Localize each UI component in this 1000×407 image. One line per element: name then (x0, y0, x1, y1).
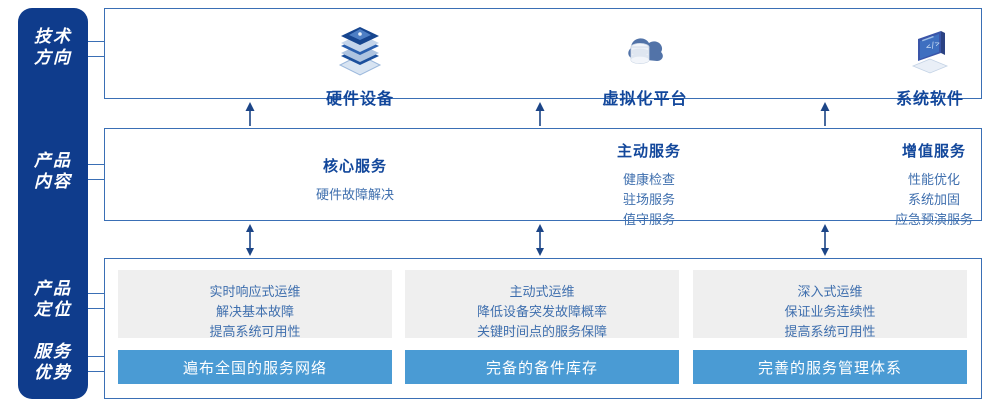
rail-label-line: 内容 (34, 172, 72, 191)
connector-line (88, 293, 104, 294)
service-item: 健康检查 (622, 172, 675, 187)
rail-label-service-advantage: 服务 优势 (18, 341, 88, 383)
position-card-line: 保证业务连续性 (784, 304, 876, 319)
service-item: 硬件故障解决 (315, 187, 394, 202)
connector-line (88, 164, 104, 165)
connector-line (88, 308, 104, 309)
arrow-up-system-software (818, 102, 832, 131)
service-item: 性能优化 (907, 172, 960, 187)
advantage-bar-network[interactable]: 遍布全国的服务网络 (118, 350, 392, 384)
connector-line (88, 179, 104, 180)
connector-line (88, 56, 104, 57)
service-column-value-added[interactable]: 增值服务 性能优化 系统加固 应急预演服务 (814, 140, 1000, 230)
tech-column-virtualization[interactable]: 虚拟化平台 (545, 21, 745, 109)
service-item: 系统加固 (907, 192, 960, 207)
position-card-realtime[interactable]: 实时响应式运维 解决基本故障 提高系统可用性 (118, 270, 392, 339)
rail-label-product-position: 产品 定位 (18, 278, 88, 320)
position-card-proactive[interactable]: 主动式运维 降低设备突发故障概率 关键时间点的服务保障 (405, 270, 679, 339)
arrow-up-hardware (243, 102, 257, 131)
arrow-双向-system-software (818, 224, 832, 261)
tech-label-hardware: 硬件设备 (325, 91, 394, 108)
tech-column-hardware[interactable]: 硬件设备 (260, 21, 460, 109)
position-card-line: 主动式运维 (509, 284, 575, 299)
service-item: 应急预演服务 (894, 212, 973, 227)
advantage-bar-management[interactable]: 完善的服务管理体系 (693, 350, 967, 384)
tech-label-virtualization: 虚拟化平台 (602, 91, 688, 108)
position-advantage-box: 实时响应式运维 解决基本故障 提高系统可用性 主动式运维 降低设备突发故障概率 … (104, 258, 982, 399)
position-card-line: 降低设备突发故障概率 (476, 304, 607, 319)
rail-label-tech-direction: 技术 方向 (18, 26, 88, 68)
position-card-line: 提高系统可用性 (784, 324, 876, 339)
position-card-line: 关键时间点的服务保障 (476, 324, 607, 339)
position-card-line: 深入式运维 (797, 284, 863, 299)
connector-line (88, 356, 104, 357)
service-column-proactive[interactable]: 主动服务 健康检查 驻场服务 值守服务 (529, 140, 769, 230)
cloud-database-icon (545, 21, 745, 79)
arrow-双向-hardware (243, 224, 257, 261)
rail-label-line: 定位 (34, 300, 72, 319)
tech-label-system-software: 系统软件 (895, 91, 964, 108)
rail-label-line: 优势 (34, 363, 72, 382)
connector-line (88, 41, 104, 42)
rail-label-line: 产品 (34, 151, 72, 170)
rail-label-product-content: 产品 内容 (18, 150, 88, 192)
advantage-bar-spare-parts[interactable]: 完备的备件库存 (405, 350, 679, 384)
service-title-core: 核心服务 (322, 158, 387, 175)
tech-column-system-software[interactable]: </> 系统软件 (830, 21, 1000, 109)
rail-label-line: 技术 (34, 27, 72, 46)
tech-direction-box: 硬件设备 虚拟化平台 (104, 8, 982, 108)
position-card-line: 实时响应式运维 (209, 284, 301, 299)
connector-line (88, 371, 104, 372)
laptop-code-icon: </> (830, 21, 1000, 79)
arrow-双向-virtualization (533, 224, 547, 261)
service-column-core[interactable]: 核心服务 硬件故障解决 (235, 155, 475, 205)
position-card-line: 提高系统可用性 (209, 324, 301, 339)
rail-label-line: 产品 (34, 279, 72, 298)
server-stack-icon (260, 21, 460, 79)
product-content-box: 核心服务 硬件故障解决 主动服务 健康检查 驻场服务 值守服务 增值服务 性能优… (104, 128, 982, 227)
position-card-deep[interactable]: 深入式运维 保证业务连续性 提高系统可用性 (693, 270, 967, 339)
category-rail (18, 8, 88, 399)
position-card-line: 解决基本故障 (215, 304, 294, 319)
rail-label-line: 服务 (34, 342, 72, 361)
service-item: 值守服务 (622, 212, 675, 227)
service-title-proactive: 主动服务 (616, 143, 681, 160)
rail-label-line: 方向 (34, 48, 72, 67)
service-title-value-added: 增值服务 (901, 143, 966, 160)
arrow-up-virtualization (533, 102, 547, 131)
service-item: 驻场服务 (622, 192, 675, 207)
